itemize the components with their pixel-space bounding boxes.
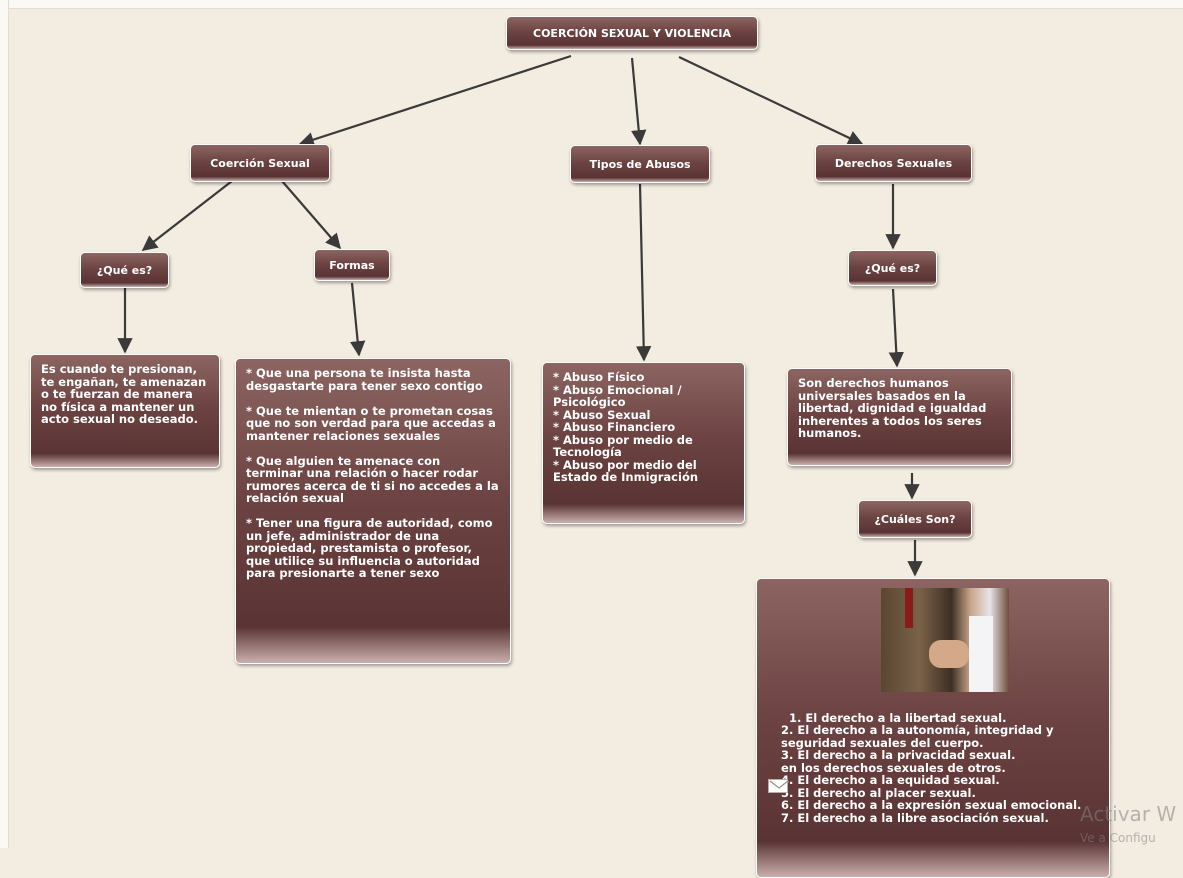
rights-image (881, 588, 1009, 692)
tipos-abusos-text[interactable]: * Abuso Físico * Abuso Emocional / Psico… (542, 362, 745, 524)
coercion-que-es-text[interactable]: Es cuando te presionan, te engañan, te a… (30, 354, 220, 468)
derechos-sexuales-node[interactable]: Derechos Sexuales (815, 144, 972, 182)
derechos-que-es-node[interactable]: ¿Qué es? (848, 250, 937, 286)
link-coercion-formas (281, 180, 342, 250)
mail-icon[interactable] (768, 779, 789, 793)
activation-watermark-sub: Ve a Configu (1080, 831, 1156, 845)
link-abusos-text (635, 183, 652, 362)
left-toolbar-strip (0, 0, 9, 848)
link-derechos-quees-text (888, 288, 904, 368)
top-toolbar-strip (0, 0, 1183, 9)
tipos-abusos-node[interactable]: Tipos de Abusos (570, 145, 710, 183)
image-tie (905, 588, 913, 628)
image-shirt (969, 616, 993, 692)
formas-text[interactable]: * Que una persona te insista hasta desga… (235, 358, 511, 664)
root-node[interactable]: COERCIÓN SEXUAL Y VIOLENCIA (506, 16, 758, 50)
mail-icon-glyph (769, 780, 789, 789)
link-root-derechos (678, 56, 864, 146)
derechos-que-es-text[interactable]: Son derechos humanos universales basados… (787, 368, 1012, 466)
cuales-son-node[interactable]: ¿Cuáles Son? (858, 500, 972, 538)
image-hand (929, 640, 969, 668)
connector-lines (117, 54, 923, 577)
link-root-abusos (630, 57, 647, 146)
activation-watermark: Activar W (1080, 802, 1177, 826)
link-root-coercion (298, 54, 572, 148)
link-coercion-quees (141, 180, 233, 251)
derechos-list-text: 1. El derecho a la libertad sexual. 2. E… (781, 710, 1082, 825)
coercion-sexual-node[interactable]: Coerción Sexual (190, 144, 330, 182)
formas-node[interactable]: Formas (314, 249, 390, 281)
coercion-que-es-node[interactable]: ¿Qué es? (80, 252, 169, 288)
link-formas-text (349, 282, 366, 357)
